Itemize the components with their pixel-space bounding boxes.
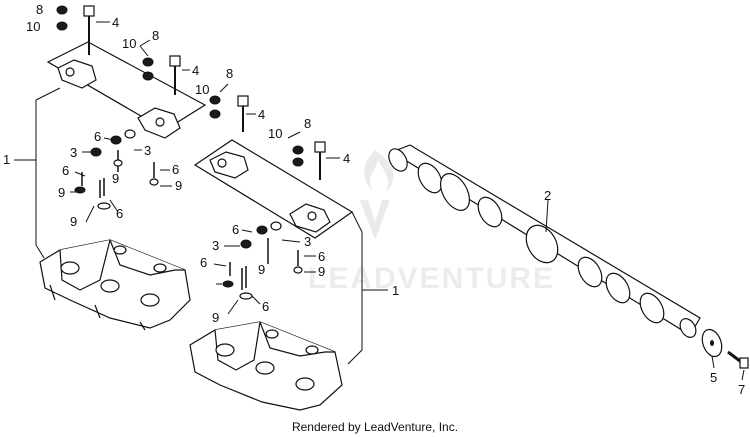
frame-line-right [347, 211, 363, 365]
camshaft-holder-upper-right [193, 139, 354, 239]
watermark-logo [360, 150, 394, 240]
callout-9: 9 [112, 171, 119, 186]
callout-9: 9 [70, 214, 77, 229]
washer-8-icon [56, 5, 68, 15]
bolt-4-icon-b [169, 55, 181, 95]
washer-8-icon-b [142, 57, 154, 67]
callout-6: 6 [262, 299, 269, 314]
small-hardware-left [74, 129, 159, 210]
callout-4: 4 [343, 151, 350, 166]
callout-6: 6 [232, 222, 239, 237]
washer-8-icon-d [292, 145, 304, 155]
callout-8: 8 [304, 116, 311, 131]
camshaft-holder-lower-left [39, 239, 191, 331]
callout-3: 3 [70, 145, 77, 160]
callout-1: 1 [392, 283, 399, 298]
washer-8-icon-c [209, 95, 221, 105]
leader-lines [14, 21, 745, 381]
watermark-text: LEADVENTURE [308, 262, 555, 295]
small-hardware-right [222, 221, 303, 300]
callout-3: 3 [212, 238, 219, 253]
callout-4: 4 [258, 107, 265, 122]
nut-10-icon [56, 21, 68, 31]
nut-10-icon-c [209, 109, 221, 119]
callout-9: 9 [258, 262, 265, 277]
callout-10: 10 [268, 126, 282, 141]
callout-9: 9 [175, 178, 182, 193]
callout-labels: 8 10 4 10 8 4 8 10 4 10 8 4 1 6 3 3 6 6 … [3, 2, 745, 397]
callout-3: 3 [144, 143, 151, 158]
footer-credit: Rendered by LeadVenture, Inc. [291, 420, 459, 434]
callout-6: 6 [116, 206, 123, 221]
callout-6: 6 [318, 249, 325, 264]
callout-8: 8 [152, 28, 159, 43]
callout-10: 10 [195, 82, 209, 97]
callout-4: 4 [192, 63, 199, 78]
bolt-7-icon [727, 350, 749, 369]
callout-10: 10 [26, 19, 40, 34]
callout-6: 6 [172, 162, 179, 177]
callout-10: 10 [122, 36, 136, 51]
callout-6: 6 [94, 129, 101, 144]
callout-5: 5 [710, 370, 717, 385]
camshaft [388, 144, 701, 338]
bolt-4-icon [83, 5, 95, 55]
callout-4: 4 [112, 15, 119, 30]
callout-6: 6 [62, 163, 69, 178]
washer-5-icon [701, 328, 723, 358]
callout-9: 9 [212, 310, 219, 325]
camshaft-holder-lower-right [189, 321, 343, 411]
camshaft-holder-upper-left [46, 41, 207, 139]
callout-7: 7 [738, 382, 745, 397]
callout-1: 1 [3, 152, 10, 167]
callout-3: 3 [304, 234, 311, 249]
callout-2: 2 [544, 188, 551, 203]
callout-8: 8 [36, 2, 43, 17]
callout-8: 8 [226, 66, 233, 81]
nut-10-icon-d [292, 157, 304, 167]
frame-line-left [35, 100, 45, 259]
nut-10-icon-b [142, 71, 154, 81]
bolt-4-icon-c [237, 95, 249, 132]
callout-6: 6 [200, 255, 207, 270]
bolt-4-icon-d [314, 141, 326, 180]
callout-9: 9 [318, 264, 325, 279]
callout-9: 9 [58, 185, 65, 200]
